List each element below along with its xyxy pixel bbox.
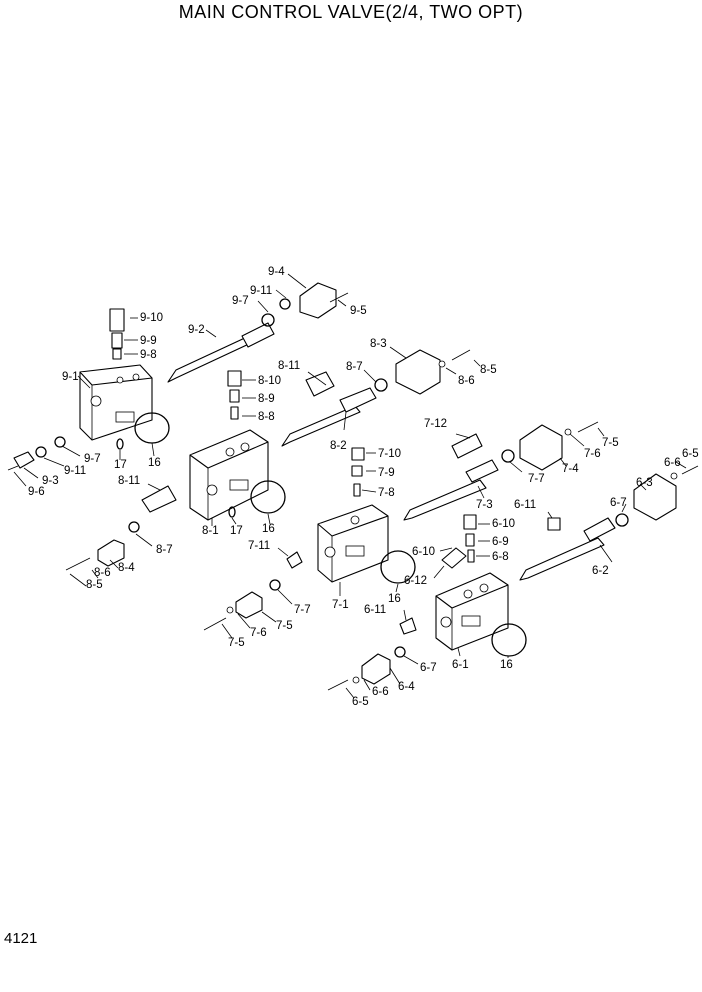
section-7-small-parts <box>203 428 572 631</box>
callout-8-10: 8-10 <box>258 375 281 387</box>
callout-7-9: 7-9 <box>378 467 395 479</box>
callout-7-12: 7-12 <box>424 418 447 430</box>
callout-8-7: 8-7 <box>346 361 363 373</box>
leader-lines <box>13 273 687 699</box>
callout-9-11b: 9-11 <box>64 465 86 477</box>
callout-6-2: 6-2 <box>592 565 609 577</box>
section-8-valve-body <box>189 429 269 521</box>
callout-17-b: 17 <box>230 525 243 537</box>
section-7-cap <box>519 421 599 471</box>
callout-9-9: 9-9 <box>140 335 157 347</box>
section-6-spool <box>519 517 616 581</box>
callout-7-3: 7-4 <box>562 463 579 475</box>
callout-8-1: 8-1 <box>202 525 219 537</box>
callout-9-7: 9-7 <box>232 295 249 307</box>
callout-9-5: 9-5 <box>350 305 367 317</box>
callout-6-5b: 6-5 <box>352 696 369 708</box>
callout-7-7b: 7-7 <box>294 604 311 616</box>
callout-8-9: 8-9 <box>258 393 275 405</box>
callout-6-10b: 6-10 <box>412 546 435 558</box>
callout-6-5: 6-5 <box>682 448 699 460</box>
callout-17-a: 17 <box>114 459 127 471</box>
callout-9-6: 9-6 <box>28 486 45 498</box>
callout-8-5: 8-5 <box>480 364 497 376</box>
callout-8-11: 8-11 <box>278 360 300 372</box>
section-6-cap <box>633 465 699 521</box>
callout-16-b: 16 <box>262 523 275 535</box>
callout-6-7b: 6-7 <box>420 662 437 674</box>
callout-9-10: 9-10 <box>140 312 163 324</box>
callout-9-4: 9-4 <box>268 266 285 278</box>
callout-7-11: 7-11 <box>248 540 270 552</box>
callout-7-6b: 7-6 <box>250 627 267 639</box>
section-7-spool <box>403 459 499 521</box>
callout-6-6: 6-6 <box>664 457 681 469</box>
callout-6-7: 6-7 <box>610 497 627 509</box>
callout-6-4: 6-4 <box>398 681 415 693</box>
section-6-small-parts <box>327 472 678 691</box>
callout-7-2: 7-3 <box>476 499 493 511</box>
callout-7-5: 7-5 <box>602 437 619 449</box>
callout-6-12: 6-12 <box>404 575 427 587</box>
callout-7-6: 7-6 <box>584 448 601 460</box>
callout-6-6b: 6-6 <box>372 686 389 698</box>
callout-16-c: 16 <box>388 593 401 605</box>
callout-labels: 9-4 9-11 9-7 9-5 9-10 9-2 9-9 9-8 9-1 9-… <box>28 266 699 708</box>
callout-7-5-lower: 7-5 <box>228 637 245 649</box>
callout-6-11b: 6-11 <box>364 604 386 616</box>
callout-8-5b: 8-5 <box>86 579 103 591</box>
page-number: 4121 <box>4 930 38 947</box>
callout-8-8: 8-8 <box>258 411 275 423</box>
callout-8-3: 8-3 <box>370 338 387 350</box>
callout-7-8: 7-8 <box>378 487 395 499</box>
callout-8-4: 8-4 <box>118 562 135 574</box>
page-title: MAIN CONTROL VALVE(2/4, TWO OPT) <box>178 2 524 22</box>
callout-9-11: 9-11 <box>250 285 272 297</box>
section-9-valve-body <box>79 364 153 441</box>
callout-8-2: 8-2 <box>330 440 347 452</box>
callout-7-7: 7-7 <box>528 473 545 485</box>
section-8-cap <box>395 349 471 395</box>
callout-8-7b: 8-7 <box>156 544 173 556</box>
callout-6-8: 6-8 <box>492 551 509 563</box>
section-9-small-parts <box>7 298 291 471</box>
section-7-valve-body <box>317 504 389 583</box>
callout-6-10: 6-10 <box>492 518 515 530</box>
callout-7-1: 7-1 <box>332 599 349 611</box>
callout-8-11b: 8-11 <box>118 475 140 487</box>
section-8-small-parts <box>65 360 446 571</box>
callout-7-4: 7-5 <box>276 620 293 632</box>
callout-16-d: 16 <box>500 659 513 671</box>
callout-6-1: 6-1 <box>452 659 469 671</box>
callout-8-6: 8-6 <box>458 375 475 387</box>
callout-9-3: 9-3 <box>42 475 59 487</box>
callout-7-10: 7-10 <box>378 448 401 460</box>
callout-9-1: 9-1 <box>62 371 79 383</box>
section-9-spool <box>167 322 275 383</box>
callout-9-2: 9-2 <box>188 324 205 336</box>
callout-16-a: 16 <box>148 457 161 469</box>
section-8-spool <box>281 387 377 447</box>
callout-9-7b: 9-7 <box>84 453 101 465</box>
section-6-valve-body <box>435 572 509 651</box>
callout-6-9: 6-9 <box>492 536 509 548</box>
callout-6-11: 6-11 <box>514 499 536 511</box>
callout-8-6b: 8-6 <box>94 567 111 579</box>
section-9-cap <box>299 282 349 319</box>
callout-6-3: 6-3 <box>636 477 653 489</box>
callout-9-8: 9-8 <box>140 349 157 361</box>
